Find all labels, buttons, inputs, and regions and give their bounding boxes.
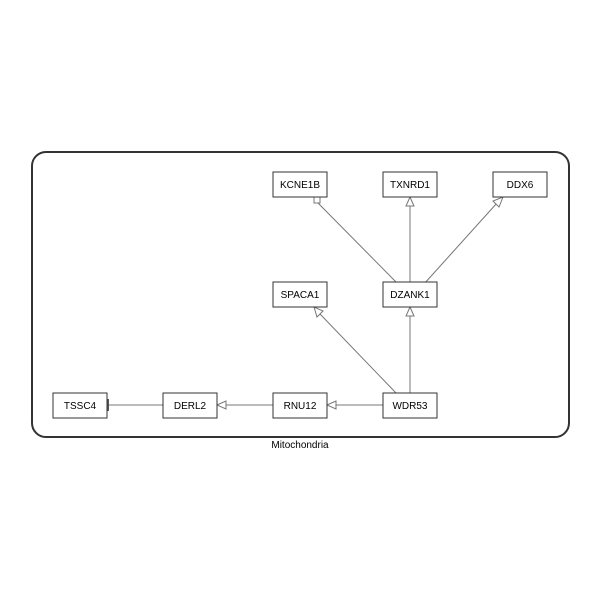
node-kcne1b[interactable]: KCNE1B: [272, 171, 328, 198]
edge-marker-triangle: [313, 306, 324, 318]
edge-marker-triangle: [215, 400, 227, 410]
edge-marker-triangle: [405, 195, 415, 207]
node-label: DDX6: [507, 180, 534, 191]
edge-dzank1-ddx6: [423, 202, 498, 285]
node-rnu12[interactable]: RNU12: [272, 392, 328, 419]
node-label: TSSC4: [64, 401, 97, 412]
edges: [107, 195, 504, 411]
node-label: DZANK1: [390, 290, 430, 301]
node-txnrd1[interactable]: TXNRD1: [382, 171, 438, 198]
node-wdr53[interactable]: WDR53: [382, 392, 438, 419]
node-label: KCNE1B: [280, 180, 320, 191]
edge-marker-triangle: [405, 305, 415, 317]
node-label: SPACA1: [281, 290, 320, 301]
edge-wdr53-spaca1: [319, 313, 398, 395]
compartment-mitochondria: [31, 151, 570, 438]
node-dzank1[interactable]: DZANK1: [382, 281, 438, 308]
edge-marker-square: [313, 196, 321, 204]
node-tssc4[interactable]: TSSC4: [52, 392, 108, 419]
node-spaca1[interactable]: SPACA1: [272, 281, 328, 308]
compartment-label: Mitochondria: [271, 440, 329, 451]
edge-marker-triangle: [325, 400, 337, 410]
edge-dzank1-kcne1b: [317, 202, 399, 285]
node-ddx6[interactable]: DDX6: [492, 171, 548, 198]
node-label: RNU12: [284, 401, 317, 412]
node-label: DERL2: [174, 401, 207, 412]
node-derl2[interactable]: DERL2: [162, 392, 218, 419]
node-label: WDR53: [392, 401, 427, 412]
edge-marker-triangle: [492, 196, 504, 208]
node-label: TXNRD1: [390, 180, 430, 191]
